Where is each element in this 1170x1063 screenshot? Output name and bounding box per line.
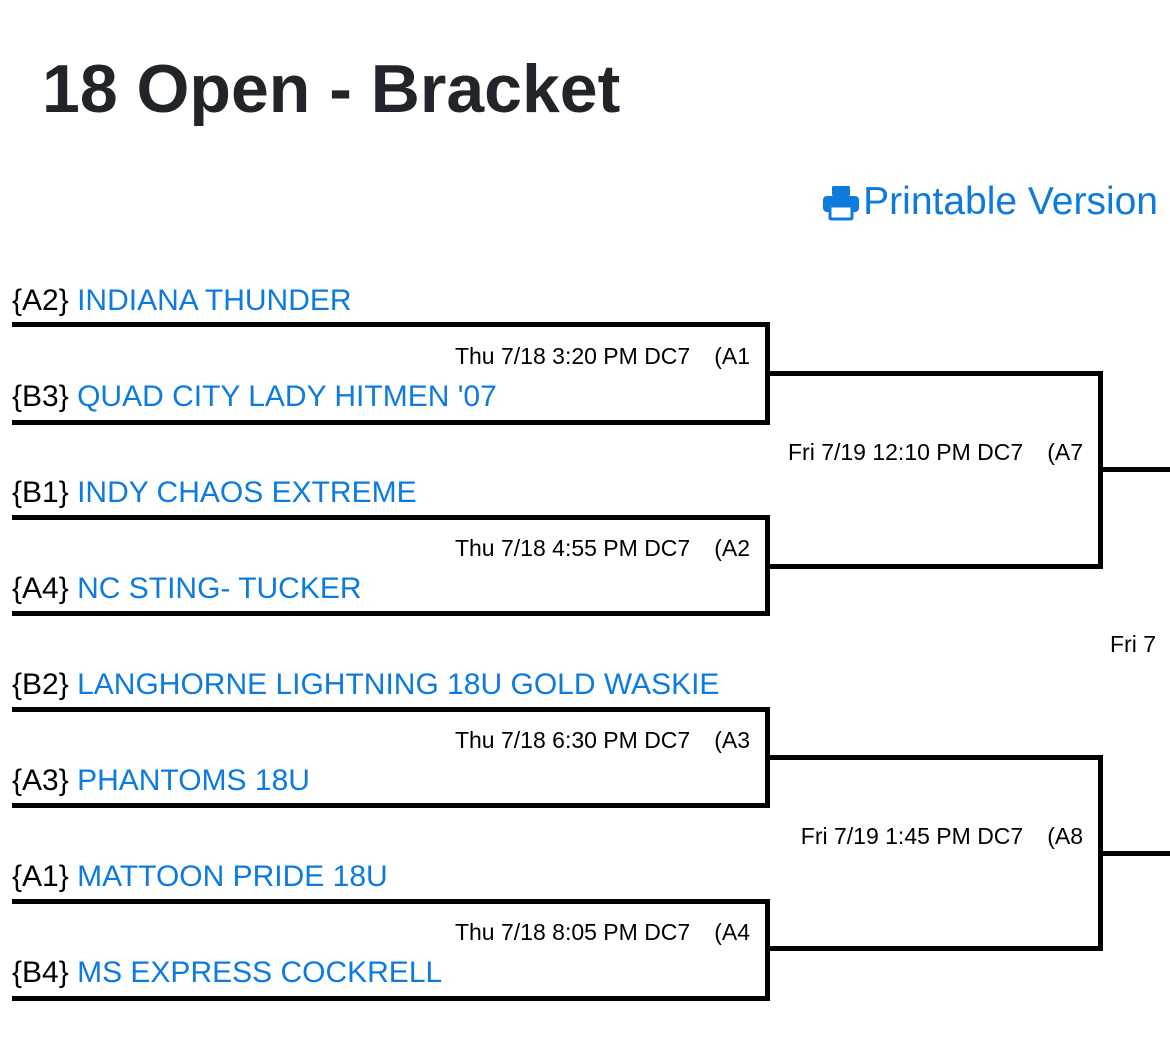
game-time: Fri 7/19 12:10 PM DC7 — [787, 439, 1024, 465]
game-id: (A7 — [1047, 439, 1083, 465]
team-link[interactable]: INDIANA THUNDER — [77, 284, 352, 317]
page-title: 18 Open - Bracket — [42, 51, 621, 127]
game-time: Thu 7/18 4:55 PM DC7 — [454, 535, 691, 561]
team-slot: {A3} PHANTOMS 18U — [12, 766, 310, 796]
team-slot: {A4} NC STING- TUCKER — [12, 574, 362, 604]
printable-version-link[interactable]: Printable Version — [821, 180, 1158, 224]
team-seed: {A3} — [12, 764, 69, 797]
team-slot: {B1} INDY CHAOS EXTREME — [12, 478, 417, 508]
team-slot: {B3} QUAD CITY LADY HITMEN '07 — [12, 382, 497, 412]
team-seed: {A4} — [12, 572, 69, 605]
bracket-line — [12, 420, 770, 425]
team-slot: {A2} INDIANA THUNDER — [12, 286, 352, 316]
bracket-line — [765, 564, 1103, 569]
bracket-line — [12, 515, 770, 520]
team-seed: {A1} — [12, 860, 69, 893]
printable-version-label: Printable Version — [863, 180, 1158, 223]
team-link[interactable]: MS EXPRESS COCKRELL — [77, 956, 443, 989]
team-link[interactable]: NC STING- TUCKER — [77, 572, 362, 605]
printer-icon — [821, 182, 861, 222]
game-info: Thu 7/18 6:30 PM DC7 (A3 — [455, 729, 750, 752]
team-link[interactable]: INDY CHAOS EXTREME — [77, 476, 417, 509]
game-time: Thu 7/18 6:30 PM DC7 — [454, 727, 691, 753]
game-info: Thu 7/18 3:20 PM DC7 (A1 — [455, 345, 750, 368]
game-info-partial: Fri 7 — [1110, 631, 1156, 657]
bracket-line — [1098, 467, 1170, 472]
bracket-line — [1098, 851, 1170, 856]
game-info: Fri 7/19 1:45 PM DC7 (A8 — [801, 825, 1083, 848]
bracket-line — [765, 755, 1103, 760]
game-id: (A8 — [1047, 823, 1083, 849]
game-info: Thu 7/18 4:55 PM DC7 (A2 — [455, 537, 750, 560]
bracket-line — [765, 371, 1103, 376]
bracket-line — [12, 996, 770, 1001]
bracket-line — [12, 707, 770, 712]
game-time: Thu 7/18 3:20 PM DC7 — [454, 343, 691, 369]
team-seed: {B2} — [12, 668, 69, 701]
team-slot: {A1} MATTOON PRIDE 18U — [12, 862, 388, 892]
team-link[interactable]: MATTOON PRIDE 18U — [77, 860, 388, 893]
bracket-line — [765, 946, 1103, 951]
team-slot: {B4} MS EXPRESS COCKRELL — [12, 958, 442, 988]
game-time: Thu 7/18 8:05 PM DC7 — [454, 919, 691, 945]
game-id: (A3 — [714, 727, 750, 753]
team-seed: {B1} — [12, 476, 69, 509]
bracket-line — [12, 322, 770, 327]
team-link[interactable]: PHANTOMS 18U — [77, 764, 310, 797]
game-id: (A4 — [714, 919, 750, 945]
team-seed: {B4} — [12, 956, 69, 989]
team-slot: {B2} LANGHORNE LIGHTNING 18U GOLD WASKIE — [12, 670, 719, 700]
game-time: Fri 7/19 1:45 PM DC7 — [800, 823, 1024, 849]
team-seed: {B3} — [12, 380, 69, 413]
game-id: (A1 — [714, 343, 750, 369]
team-link[interactable]: QUAD CITY LADY HITMEN '07 — [77, 380, 497, 413]
game-id: (A2 — [714, 535, 750, 561]
bracket-line — [12, 611, 770, 616]
game-info: Thu 7/18 8:05 PM DC7 (A4 — [455, 921, 750, 944]
game-info: Fri 7/19 12:10 PM DC7 (A7 — [788, 441, 1083, 464]
bracket-line — [12, 899, 770, 904]
team-link[interactable]: LANGHORNE LIGHTNING 18U GOLD WASKIE — [77, 668, 720, 701]
bracket-line — [12, 803, 770, 808]
team-seed: {A2} — [12, 284, 69, 317]
